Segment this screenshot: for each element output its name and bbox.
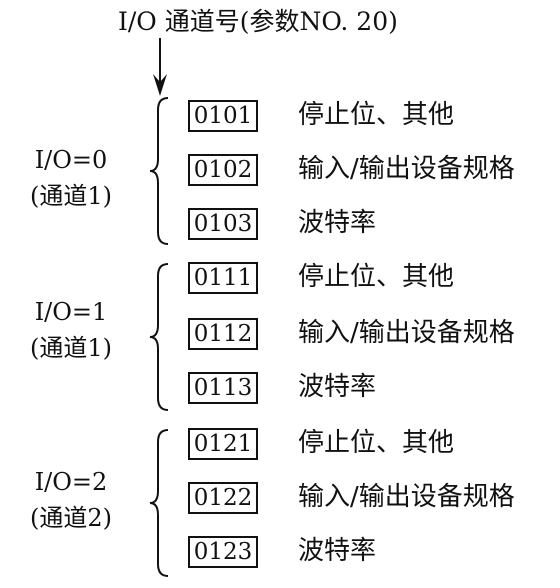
channel-label: (通道2) xyxy=(30,504,112,532)
param-code-box: 0111 xyxy=(188,262,258,294)
param-code-box: 0112 xyxy=(188,318,258,350)
param-description: 停止位、其他 xyxy=(298,100,455,130)
left-brace xyxy=(149,97,169,245)
param-description: 停止位、其他 xyxy=(298,262,455,292)
param-description: 停止位、其他 xyxy=(298,428,455,458)
param-row: 0101 停止位、其他 xyxy=(188,100,560,136)
param-row: 0122 输入/输出设备规格 xyxy=(188,482,560,518)
left-brace xyxy=(149,263,169,411)
io-value: I/O=1 xyxy=(34,298,108,326)
param-code-box: 0113 xyxy=(188,372,258,404)
channel-label: (通道1) xyxy=(30,334,112,362)
io-group-2: I/O=2 (通道2) 0121 停止位、其他 0122 输入/输出设备规格 0… xyxy=(0,428,560,588)
param-code-box: 0121 xyxy=(188,428,258,460)
param-code-box: 0101 xyxy=(188,100,258,132)
param-row: 0103 波特率 xyxy=(188,208,560,244)
param-description: 波特率 xyxy=(298,536,377,566)
left-brace xyxy=(149,429,169,577)
param-description: 波特率 xyxy=(298,208,377,238)
param-description: 输入/输出设备规格 xyxy=(298,154,515,184)
param-code-box: 0103 xyxy=(188,208,258,240)
group-label: I/O=0 (通道1) xyxy=(0,142,142,214)
param-code-box: 0123 xyxy=(188,536,258,568)
group-label: I/O=1 (通道1) xyxy=(0,294,142,366)
param-row: 0113 波特率 xyxy=(188,372,560,408)
group-label: I/O=2 (通道2) xyxy=(0,464,142,536)
param-row: 0112 输入/输出设备规格 xyxy=(188,318,560,354)
io-value: I/O=2 xyxy=(34,468,108,496)
param-code-box: 0122 xyxy=(188,482,258,514)
channel-label: (通道1) xyxy=(30,182,112,210)
io-value: I/O=0 xyxy=(34,146,108,174)
param-description: 波特率 xyxy=(298,372,377,402)
param-description: 输入/输出设备规格 xyxy=(298,482,515,512)
io-group-1: I/O=1 (通道1) 0111 停止位、其他 0112 输入/输出设备规格 0… xyxy=(0,262,560,422)
param-row: 0102 输入/输出设备规格 xyxy=(188,154,560,190)
io-group-0: I/O=0 (通道1) 0101 停止位、其他 0102 输入/输出设备规格 0… xyxy=(0,96,560,256)
param-row: 0111 停止位、其他 xyxy=(188,262,560,298)
param-row: 0123 波特率 xyxy=(188,536,560,572)
param-description: 输入/输出设备规格 xyxy=(298,318,515,348)
param-row: 0121 停止位、其他 xyxy=(188,428,560,464)
header-title: I/O 通道号(参数NO. 20) xyxy=(118,7,398,36)
diagram-header: I/O 通道号(参数NO. 20) xyxy=(0,0,560,40)
param-code-box: 0102 xyxy=(188,154,258,186)
